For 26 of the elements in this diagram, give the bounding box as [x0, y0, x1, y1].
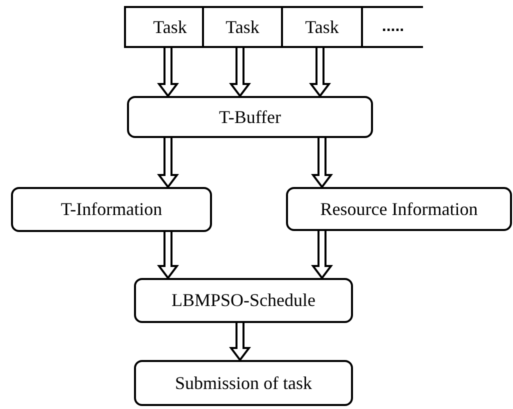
box-label: LBMPSO-Schedule: [172, 290, 316, 311]
process-box: [127, 96, 373, 138]
process-box: [286, 187, 512, 231]
process-box: [134, 278, 353, 323]
box-label: .....: [382, 18, 404, 36]
hollow-arrow: [158, 232, 178, 279]
queue-cell: [124, 6, 204, 48]
box-label: Task: [153, 16, 187, 38]
box-label: Resource Information: [320, 198, 478, 220]
queue-cell: [281, 6, 363, 48]
box-label: T-Information: [60, 199, 162, 220]
box-label: Task: [226, 16, 260, 38]
process-box: [11, 187, 212, 232]
box-label: Task: [305, 16, 339, 38]
hollow-arrow: [312, 138, 332, 188]
queue-cell: [361, 6, 423, 48]
box-label: T-Buffer: [219, 106, 281, 128]
hollow-arrow: [312, 231, 332, 279]
hollow-arrow: [158, 138, 178, 188]
queue-cell: [202, 6, 283, 48]
hollow-arrow: [310, 48, 330, 97]
process-box: [134, 360, 353, 406]
hollow-arrow: [230, 48, 250, 97]
hollow-arrow: [230, 323, 250, 361]
box-label: Submission of task: [174, 372, 312, 394]
hollow-arrow: [158, 48, 178, 97]
